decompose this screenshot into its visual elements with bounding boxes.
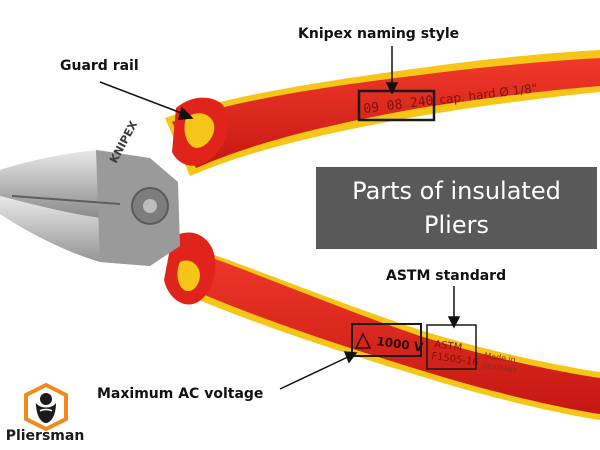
plier-head bbox=[0, 150, 180, 266]
handle-voltage-text: 1000 V bbox=[376, 334, 425, 354]
title-line-1: Parts of insulated bbox=[352, 177, 561, 205]
bearded-man-hexagon-icon bbox=[24, 383, 68, 432]
astm-callout-box bbox=[426, 324, 477, 370]
guard-rail-label: Guard rail bbox=[60, 58, 139, 74]
model-callout-box bbox=[357, 89, 436, 122]
voltage-callout-box bbox=[351, 323, 422, 357]
pliersman-logo bbox=[24, 383, 68, 432]
astm-standard-label: ASTM standard bbox=[386, 268, 507, 284]
naming-arrowhead bbox=[385, 82, 399, 95]
naming-style-label: Knipex naming style bbox=[298, 26, 460, 42]
logo-wordmark: Pliersman bbox=[5, 428, 85, 444]
handle-made-in-text: Made in bbox=[484, 351, 517, 364]
voltage-arrowhead bbox=[343, 351, 358, 364]
title-line-2: Pliers bbox=[424, 211, 489, 239]
guard-arrow bbox=[99, 81, 185, 115]
lower-handle bbox=[164, 232, 600, 420]
astm-arrowhead bbox=[447, 316, 461, 329]
title-box: Parts of insulated Pliers bbox=[316, 167, 597, 249]
warning-triangle-icon bbox=[354, 332, 372, 349]
voltage-arrow bbox=[279, 355, 351, 390]
guard-arrowhead bbox=[177, 106, 194, 120]
max-voltage-label: Maximum AC voltage bbox=[97, 386, 264, 402]
handle-astm-text: ASTM bbox=[434, 339, 463, 354]
